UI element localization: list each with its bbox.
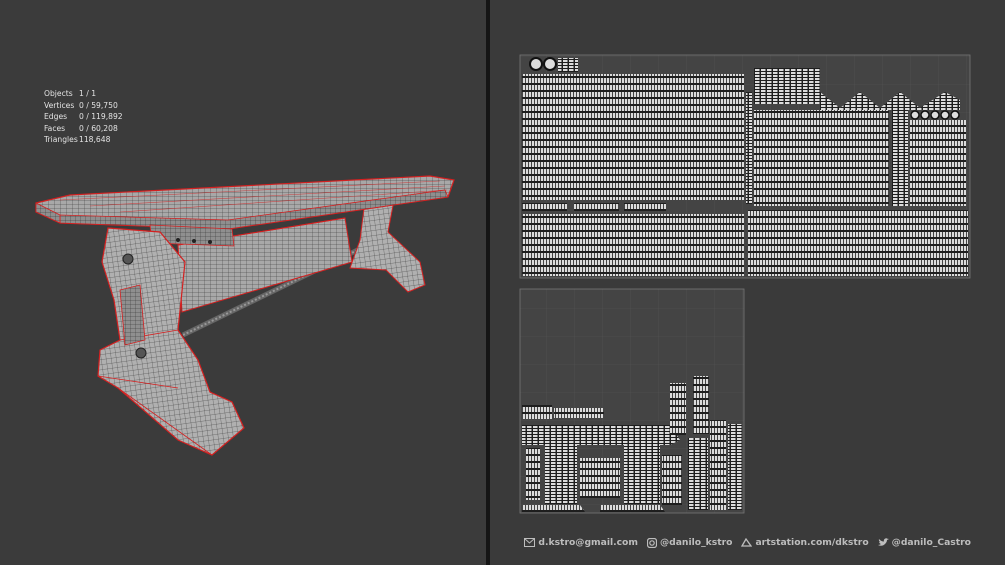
footer-artstation[interactable]: artstation.com/dkstro	[741, 537, 869, 548]
stat-value: 0 / 119,892	[79, 112, 123, 121]
stat-label: Edges	[44, 112, 68, 121]
twitter-icon	[877, 538, 889, 546]
stat-label: Vertices	[44, 100, 75, 110]
uv-tile-1[interactable]	[519, 54, 971, 279]
viewport-divider[interactable]	[486, 0, 490, 565]
viewport-3d[interactable]: Objects 1 / 1 Vertices 0 / 59,750 Edges …	[0, 0, 486, 565]
stat-triangles: Triangles 118,648	[44, 134, 123, 146]
mail-icon	[524, 538, 536, 547]
contact-footer: d.kstro@gmail.com @danilo_kstro artstati…	[524, 537, 971, 548]
stat-value: 0 / 59,750	[79, 100, 118, 110]
footer-instagram[interactable]: @danilo_kstro	[646, 537, 733, 548]
stat-label: Faces	[44, 123, 66, 133]
stat-faces: Faces 0 / 60,208	[44, 123, 123, 135]
stat-value: 1 / 1	[79, 89, 97, 98]
statistics-overlay: Objects 1 / 1 Vertices 0 / 59,750 Edges …	[44, 88, 123, 146]
footer-artstation-text: artstation.com/dkstro	[755, 537, 869, 548]
footer-email-text: d.kstro@gmail.com	[538, 537, 638, 548]
back-leg	[349, 194, 426, 293]
table-wireframe-mesh[interactable]	[0, 0, 486, 565]
uv-tile-2[interactable]	[519, 288, 745, 514]
instagram-icon	[646, 537, 657, 548]
stat-value: 0 / 60,208	[79, 123, 118, 133]
stat-value: 118,648	[79, 135, 111, 144]
footer-twitter-text: @danilo_Castro	[891, 537, 971, 548]
stat-label: Objects	[44, 89, 73, 98]
uv-layout[interactable]	[490, 0, 1005, 565]
footer-twitter[interactable]: @danilo_Castro	[877, 537, 971, 548]
stat-objects: Objects 1 / 1	[44, 88, 123, 100]
uv-editor[interactable]: d.kstro@gmail.com @danilo_kstro artstati…	[490, 0, 1005, 565]
stat-edges: Edges 0 / 119,892	[44, 111, 123, 123]
artstation-icon	[741, 538, 753, 547]
stat-vertices: Vertices 0 / 59,750	[44, 100, 123, 112]
footer-email[interactable]: d.kstro@gmail.com	[524, 537, 638, 548]
footer-instagram-text: @danilo_kstro	[659, 537, 733, 548]
stat-label: Triangles	[44, 135, 78, 144]
